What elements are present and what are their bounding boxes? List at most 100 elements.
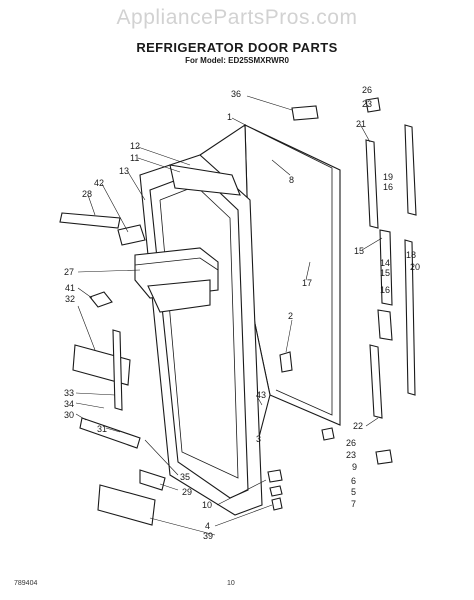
callout-13: 13 — [119, 166, 130, 176]
callout-7: 7 — [351, 499, 357, 509]
leader-41 — [77, 287, 93, 299]
callout-14: 14 — [380, 258, 391, 268]
shelf-bar-28 — [59, 212, 121, 229]
callout-19: 19 — [383, 172, 394, 182]
callout-32: 32 — [65, 294, 76, 304]
callout-27: 27 — [64, 267, 75, 277]
bracket-42 — [117, 224, 146, 246]
leader-32 — [77, 305, 96, 351]
callout-30: 30 — [64, 410, 75, 420]
leader-17 — [305, 261, 311, 281]
leader-21 — [359, 123, 371, 143]
leader-1 — [231, 117, 256, 131]
callout-39: 39 — [203, 531, 214, 541]
part-6 — [267, 469, 283, 483]
leader-22 — [365, 417, 379, 427]
model-subtitle: For Model: ED25SMXRWR0 — [185, 56, 289, 65]
footer-page-number: 10 — [227, 580, 235, 587]
handle-14 — [379, 229, 393, 306]
leader-30 — [75, 413, 87, 421]
leader-8 — [271, 159, 291, 176]
callout-26b: 26 — [346, 438, 357, 448]
leader-34 — [75, 402, 105, 409]
leader-2 — [285, 319, 293, 353]
callout-9: 9 — [352, 462, 358, 472]
callout-36: 36 — [231, 89, 242, 99]
hinge-23-top — [365, 97, 381, 113]
leader-39 — [149, 517, 216, 536]
callout-33: 33 — [64, 388, 75, 398]
callout-8: 8 — [289, 175, 295, 185]
callout-34: 34 — [64, 399, 75, 409]
dispenser-bin-front — [134, 257, 219, 271]
callout-5: 5 — [351, 487, 357, 497]
callout-18: 18 — [406, 250, 417, 260]
leader-29 — [159, 483, 179, 491]
leader-13 — [127, 171, 146, 201]
shelf-29 — [139, 469, 166, 491]
callout-4: 4 — [205, 521, 211, 531]
callout-41: 41 — [65, 283, 76, 293]
callout-35: 35 — [180, 472, 191, 482]
shelf-30 — [79, 417, 141, 449]
callout-28: 28 — [82, 189, 93, 199]
footer-part-number: 789404 — [14, 580, 38, 587]
callout-29: 29 — [182, 487, 193, 497]
callout-11: 11 — [130, 153, 140, 163]
callout-17: 17 — [302, 278, 313, 288]
leader-12 — [137, 146, 191, 166]
leader-10 — [216, 479, 267, 506]
part-9 — [321, 427, 335, 441]
part-5 — [269, 485, 283, 497]
leader-36 — [246, 95, 293, 111]
callout-15a: 15 — [354, 246, 365, 256]
callout-23b: 23 — [346, 450, 357, 460]
leader-11 — [137, 157, 181, 173]
part-41 — [89, 291, 113, 308]
outer-door-flange — [254, 129, 333, 416]
callout-6: 6 — [351, 476, 357, 486]
leader-35 — [144, 439, 179, 476]
callout-3: 3 — [256, 434, 262, 444]
leader-42 — [101, 183, 129, 233]
handle-21 — [365, 139, 379, 229]
callout-16a: 16 — [383, 182, 394, 192]
page-title: REFRIGERATOR DOOR PARTS — [136, 40, 338, 55]
leader-31 — [105, 427, 121, 433]
callout-31: 31 — [97, 424, 108, 434]
clip-2 — [279, 351, 293, 373]
hinge-23-bottom — [375, 449, 393, 465]
callout-26: 26 — [362, 85, 373, 95]
leader-28 — [87, 194, 96, 216]
callout-12: 12 — [130, 141, 141, 151]
part-7 — [271, 497, 283, 511]
leader-15a — [361, 237, 383, 251]
leader-27 — [77, 269, 141, 273]
handle-16-lower — [377, 309, 393, 341]
callout-1: 1 — [227, 112, 233, 122]
callout-20: 20 — [410, 262, 421, 272]
callout-42: 42 — [94, 178, 105, 188]
callout-16b: 16 — [380, 285, 391, 295]
callout-2: 2 — [288, 311, 294, 321]
bin-39 — [97, 484, 156, 526]
handle-20 — [404, 239, 416, 396]
leader-4 — [214, 504, 273, 527]
callout-10: 10 — [202, 500, 213, 510]
badge-36 — [291, 105, 319, 121]
callout-15b: 15 — [380, 268, 391, 278]
leader-43 — [257, 397, 263, 406]
callout-43: 43 — [256, 390, 267, 400]
top-cap — [169, 164, 241, 196]
callout-21: 21 — [356, 119, 367, 129]
callout-23: 23 — [362, 99, 373, 109]
callout-22: 22 — [353, 421, 364, 431]
leader-33 — [75, 392, 116, 396]
watermark: AppliancePartsPros.com — [116, 6, 358, 29]
handle-22 — [369, 344, 383, 419]
handle-19 — [404, 124, 417, 216]
shelf-lower — [147, 279, 211, 313]
rail-33 — [112, 329, 123, 411]
